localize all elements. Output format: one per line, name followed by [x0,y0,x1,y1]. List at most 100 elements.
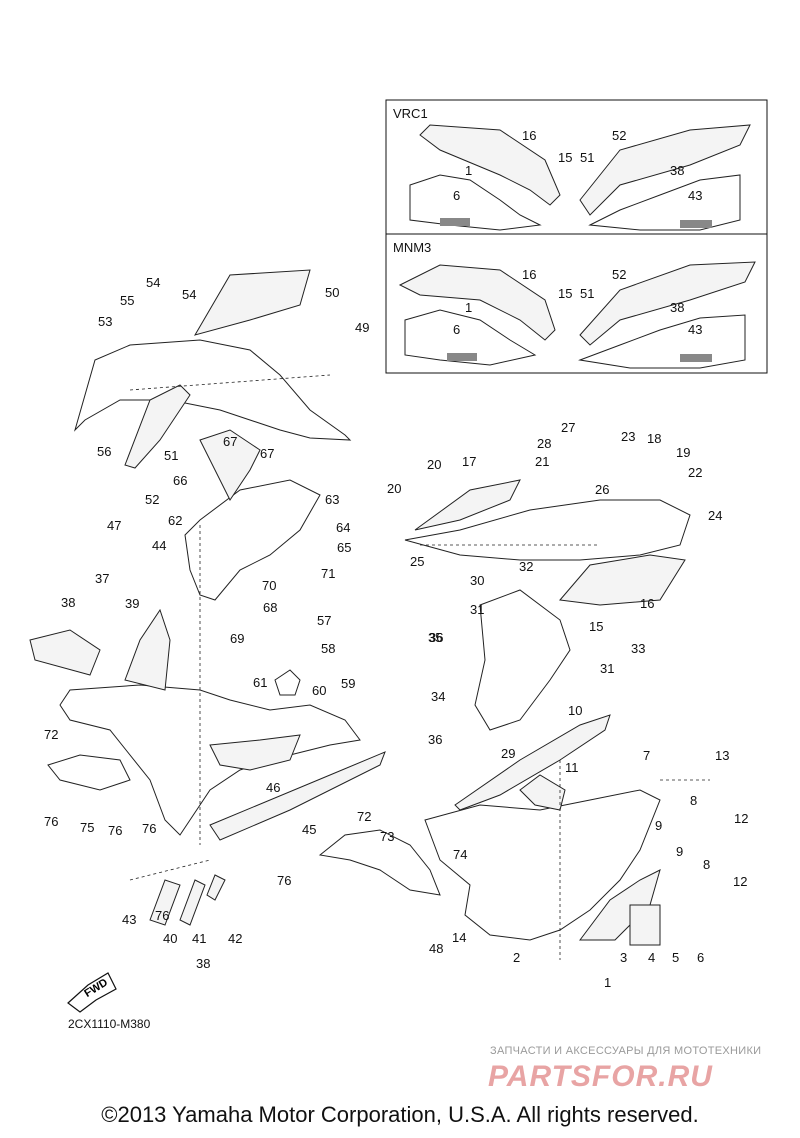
callout-41: 41 [192,931,206,946]
callout-53: 53 [98,314,112,329]
callout-44: 44 [152,538,166,553]
lower-cowling-right [424,714,661,946]
bracket-75 [47,754,131,791]
callout-30: 30 [470,573,484,588]
callout-20: 20 [427,457,441,472]
callout-7: 7 [643,748,650,763]
callout-56: 56 [97,444,111,459]
box-callout-51: 51 [580,150,594,165]
box-callout-16: 16 [522,267,536,282]
callout-75: 75 [80,820,94,835]
box-callout-38: 38 [670,300,684,315]
callout-13: 13 [715,748,729,763]
callout-66: 66 [173,473,187,488]
callout-23: 23 [621,429,635,444]
box-callout-15: 15 [558,286,572,301]
callout-9: 9 [676,844,683,859]
box-callout-6: 6 [453,322,460,337]
callout-3: 3 [620,950,627,965]
callout-4: 4 [648,950,655,965]
diagram-code: 2CX1110-M380 [68,1017,151,1031]
box-callout-1: 1 [465,163,472,178]
callout-64: 64 [336,520,350,535]
callout-40: 40 [163,931,177,946]
callout-19: 19 [676,445,690,460]
callout-22: 22 [688,465,702,480]
callout-15: 15 [589,619,603,634]
box-callout-52: 52 [612,128,626,143]
box-callout-1: 1 [465,300,472,315]
callout-51: 51 [164,448,178,463]
callout-28: 28 [537,436,551,451]
callout-63: 63 [325,492,339,507]
callout-76: 76 [108,823,122,838]
callout-8: 8 [690,793,697,808]
lower-cowling-left [29,608,386,841]
callout-70: 70 [262,578,276,593]
watermark-subtitle: ЗАПЧАСТИ И АКСЕССУАРЫ ДЛЯ МОТОТЕХНИКИ [490,1045,762,1057]
callout-65: 65 [337,540,351,555]
duct-assembly [474,589,571,731]
callout-12: 12 [734,811,748,826]
callout-76: 76 [142,821,156,836]
callout-10: 10 [568,703,582,718]
callout-32: 32 [519,559,533,574]
callout-67: 67 [260,446,274,461]
forward-arrow-icon: FWD [67,972,117,1013]
callout-38: 38 [196,956,210,971]
callout-68: 68 [263,600,277,615]
callout-62: 62 [168,513,182,528]
box-callout-52: 52 [612,267,626,282]
variant-box-mnm3: MNM3 [385,233,768,374]
callout-74: 74 [453,847,467,862]
callout-76: 76 [277,873,291,888]
callout-31: 31 [470,602,484,617]
callout-35: 35 [428,630,442,645]
callout-43: 43 [122,912,136,927]
callout-57: 57 [317,613,331,628]
callout-54: 54 [146,275,160,290]
callout-9: 9 [655,818,662,833]
callout-49: 49 [355,320,369,335]
callout-31: 31 [600,661,614,676]
box-callout-16: 16 [522,128,536,143]
callout-34: 34 [431,689,445,704]
callout-76: 76 [44,814,58,829]
callout-47: 47 [107,518,121,533]
small-bracket-74 [318,829,441,896]
callout-73: 73 [380,829,394,844]
callout-48: 48 [429,941,443,956]
inner-panel-assembly [184,429,321,601]
box-callout-6: 6 [453,188,460,203]
callout-14: 14 [452,930,466,945]
callout-42: 42 [228,931,242,946]
callout-17: 17 [462,454,476,469]
callout-72: 72 [357,809,371,824]
callout-18: 18 [647,431,661,446]
callout-39: 39 [125,596,139,611]
callout-20: 20 [387,481,401,496]
small-panels-41-42-43 [149,874,226,926]
callout-50: 50 [325,285,339,300]
variant-label: MNM3 [393,240,431,255]
side-cowling-right [404,479,691,606]
callout-46: 46 [266,780,280,795]
callout-69: 69 [230,631,244,646]
callout-38: 38 [61,595,75,610]
upper-cowling [73,269,352,469]
callout-33: 33 [631,641,645,656]
callout-61: 61 [253,675,267,690]
callout-55: 55 [120,293,134,308]
callout-45: 45 [302,822,316,837]
callout-54: 54 [182,287,196,302]
callout-25: 25 [410,554,424,569]
box-callout-51: 51 [580,286,594,301]
box-callout-38: 38 [670,163,684,178]
callout-2: 2 [513,950,520,965]
callout-16: 16 [640,596,654,611]
variant-box-vrc1: VRC1 [385,99,768,235]
callout-36: 36 [429,630,443,645]
